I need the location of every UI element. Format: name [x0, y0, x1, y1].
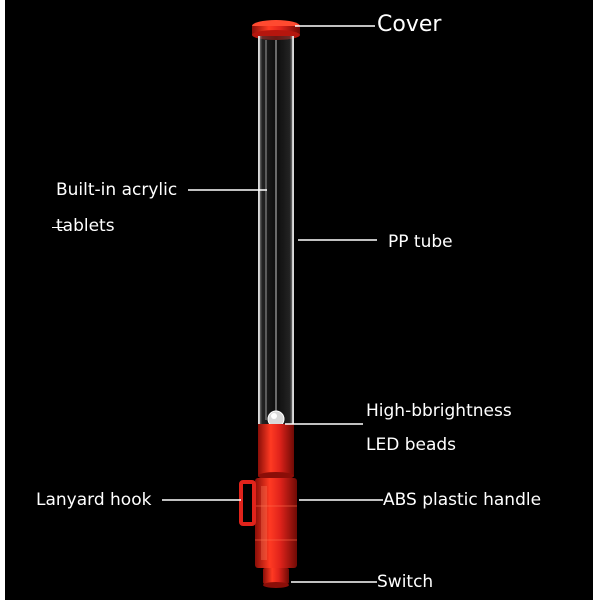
- switch-part: [263, 568, 289, 588]
- label-pp-tube: PP tube: [388, 232, 453, 252]
- label-lanyard-hook: Lanyard hook: [36, 490, 152, 510]
- label-acrylic-line1: Built-in acrylic: [56, 180, 178, 200]
- label-led-line2: LED beads: [366, 435, 457, 455]
- label-acrylic-line2: tablets: [56, 216, 115, 236]
- light-stick-illustration: [162, 20, 383, 588]
- label-switch: Switch: [377, 572, 434, 592]
- lanyard-hook-part: [239, 480, 256, 526]
- led-housing-part: [258, 424, 294, 480]
- handle-part: [255, 478, 297, 568]
- diagram-canvas: Cover Built-in acrylic tablets PP tube H…: [5, 0, 593, 600]
- leader-lines: [162, 25, 383, 583]
- label-cover: Cover: [377, 12, 442, 37]
- label-abs-handle: ABS plastic handle: [383, 490, 542, 510]
- label-led-line1: High-bbrightness: [366, 401, 512, 421]
- strike-mark: [52, 227, 64, 228]
